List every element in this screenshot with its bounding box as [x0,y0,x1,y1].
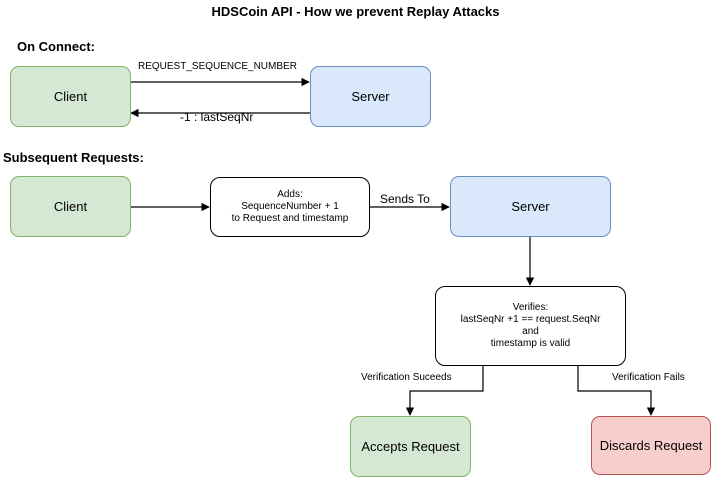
accepts-request-node[interactable]: Accepts Request [350,416,471,477]
section-subsequent-requests: Subsequent Requests: [3,150,144,165]
server-node-connect[interactable]: Server [310,66,431,127]
adds-line-1: Adds: [277,189,303,200]
verifies-node[interactable]: Verifies: lastSeqNr +1 == request.SeqNr … [435,286,626,366]
diagram-title: HDSCoin API - How we prevent Replay Atta… [211,4,500,19]
label-sends-to: Sends To [380,192,430,206]
client-node-connect[interactable]: Client [10,66,131,127]
adds-line-3: to Request and timestamp [231,213,349,224]
verifies-line-4: timestamp is valid [490,338,571,349]
label-verification-succeeds: Verification Suceeds [361,372,452,383]
server-node-subsequent[interactable]: Server [450,176,611,237]
label-last-seq-nr: -1 : lastSeqNr [180,110,254,124]
section-on-connect: On Connect: [17,39,95,54]
label-request-sequence-number: REQUEST_SEQUENCE_NUMBER [138,61,297,72]
discards-request-node[interactable]: Discards Request [591,416,711,475]
adds-line-2: SequenceNumber + 1 [241,201,339,212]
label-verification-fails: Verification Fails [612,372,685,383]
client-node-subsequent[interactable]: Client [10,176,131,237]
verifies-line-1: Verifies: [512,302,549,313]
adds-node[interactable]: Adds: SequenceNumber + 1 to Request and … [210,177,370,237]
edge-verification-fails [577,366,656,416]
edge-verification-succeeds [405,366,484,416]
verifies-line-2: lastSeqNr +1 == request.SeqNr [460,314,601,325]
verifies-line-3: and [522,326,539,337]
